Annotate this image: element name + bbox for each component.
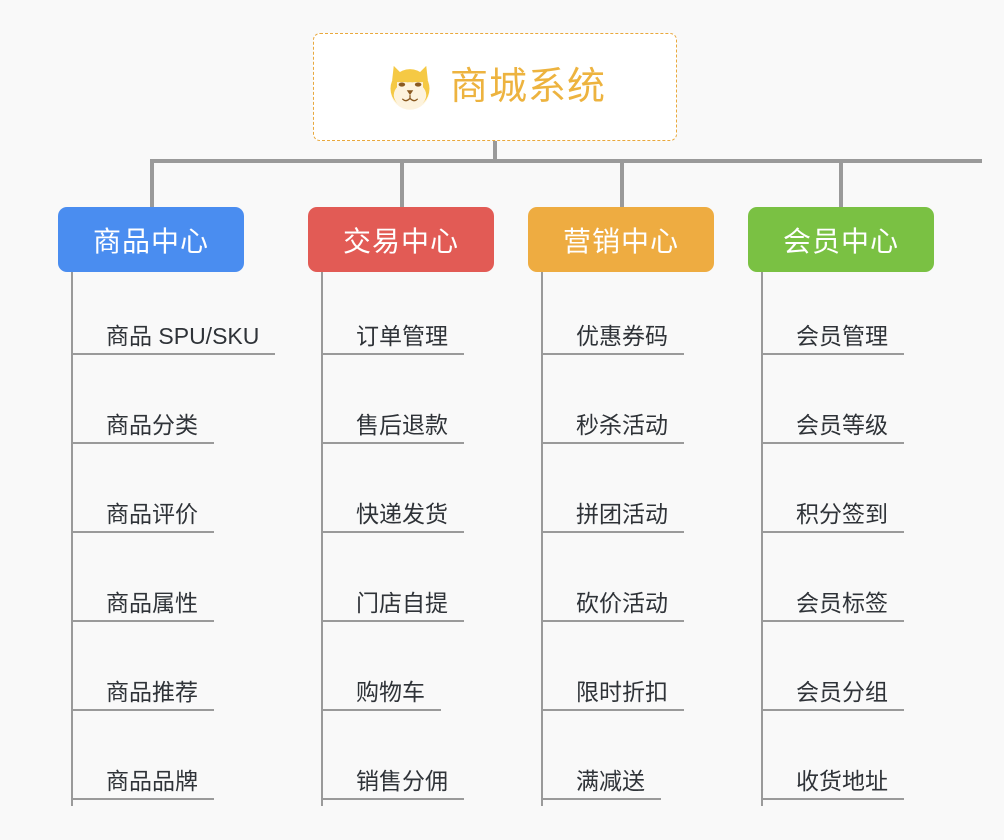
column-product-center: 商品中心 商品 SPU/SKU 商品分类 商品评价 商品属性 商品推荐 商品品牌	[58, 207, 276, 806]
leaf-label: 订单管理	[323, 323, 464, 355]
leaf-label: 满减送	[543, 768, 661, 800]
list-item[interactable]: 满减送	[543, 717, 714, 806]
leaf-label: 收货地址	[763, 768, 904, 800]
column-trade-center: 交易中心 订单管理 售后退款 快递发货 门店自提 购物车 销售分佣	[308, 207, 494, 806]
root-node-label: 商城系统	[449, 66, 606, 108]
connector-root-stem	[493, 141, 497, 163]
connector-drop-1	[150, 159, 154, 208]
leaf-label: 拼团活动	[543, 501, 684, 533]
list-item[interactable]: 会员等级	[763, 361, 934, 450]
leaf-label: 会员分组	[763, 679, 904, 711]
leaf-label: 会员标签	[763, 590, 904, 622]
leaf-label: 砍价活动	[543, 590, 684, 622]
list-item[interactable]: 商品分类	[73, 361, 244, 450]
column-marketing-center: 营销中心 优惠券码 秒杀活动 拼团活动 砍价活动 限时折扣 满减送	[528, 207, 714, 806]
list-item[interactable]: 优惠券码	[543, 272, 714, 361]
list-item[interactable]: 会员管理	[763, 272, 934, 361]
leaf-label: 售后退款	[323, 412, 464, 444]
list-item[interactable]: 积分签到	[763, 450, 934, 539]
category-header-trade-center[interactable]: 交易中心	[308, 207, 494, 272]
leaf-label: 购物车	[323, 679, 441, 711]
list-item[interactable]: 商品评价	[73, 450, 244, 539]
leaf-label: 商品属性	[73, 590, 214, 622]
leaf-label: 会员等级	[763, 412, 904, 444]
list-item[interactable]: 商品品牌	[73, 717, 244, 806]
list-item[interactable]: 会员分组	[763, 628, 934, 717]
leaf-label: 会员管理	[763, 323, 904, 355]
leaf-list-marketing-center: 优惠券码 秒杀活动 拼团活动 砍价活动 限时折扣 满减送	[541, 272, 714, 806]
list-item[interactable]: 快递发货	[323, 450, 494, 539]
connector-drop-3	[620, 159, 624, 208]
list-item[interactable]: 售后退款	[323, 361, 494, 450]
leaf-label: 积分签到	[763, 501, 904, 533]
connector-horizontal-bus	[150, 159, 982, 163]
list-item[interactable]: 商品推荐	[73, 628, 244, 717]
list-item[interactable]: 门店自提	[323, 539, 494, 628]
leaf-label: 快递发货	[323, 501, 464, 533]
leaf-label: 销售分佣	[323, 768, 464, 800]
leaf-label: 商品分类	[73, 412, 214, 444]
leaf-label: 商品 SPU/SKU	[73, 323, 276, 355]
leaf-list-trade-center: 订单管理 售后退款 快递发货 门店自提 购物车 销售分佣	[321, 272, 494, 806]
leaf-list-product-center: 商品 SPU/SKU 商品分类 商品评价 商品属性 商品推荐 商品品牌	[71, 272, 276, 806]
category-header-marketing-center[interactable]: 营销中心	[528, 207, 714, 272]
list-item[interactable]: 收货地址	[763, 717, 934, 806]
leaf-label: 商品评价	[73, 501, 214, 533]
connector-drop-4	[839, 159, 843, 208]
list-item[interactable]: 订单管理	[323, 272, 494, 361]
connector-drop-2	[400, 159, 404, 208]
list-item[interactable]: 限时折扣	[543, 628, 714, 717]
leaf-label: 门店自提	[323, 590, 464, 622]
list-item[interactable]: 秒杀活动	[543, 361, 714, 450]
list-item[interactable]: 销售分佣	[323, 717, 494, 806]
leaf-list-member-center: 会员管理 会员等级 积分签到 会员标签 会员分组 收货地址	[761, 272, 934, 806]
leaf-label: 商品品牌	[73, 768, 214, 800]
category-header-member-center[interactable]: 会员中心	[748, 207, 934, 272]
list-item[interactable]: 会员标签	[763, 539, 934, 628]
list-item[interactable]: 商品 SPU/SKU	[73, 272, 276, 361]
list-item[interactable]: 拼团活动	[543, 450, 714, 539]
list-item[interactable]: 商品属性	[73, 539, 244, 628]
root-node-mall-system[interactable]: 商城系统	[313, 33, 677, 141]
leaf-label: 优惠券码	[543, 323, 684, 355]
list-item[interactable]: 购物车	[323, 628, 494, 717]
shiba-dog-icon	[390, 65, 430, 110]
leaf-label: 秒杀活动	[543, 412, 684, 444]
category-header-product-center[interactable]: 商品中心	[58, 207, 244, 272]
list-item[interactable]: 砍价活动	[543, 539, 714, 628]
column-member-center: 会员中心 会员管理 会员等级 积分签到 会员标签 会员分组 收货地址	[748, 207, 934, 806]
leaf-label: 商品推荐	[73, 679, 214, 711]
leaf-label: 限时折扣	[543, 679, 684, 711]
